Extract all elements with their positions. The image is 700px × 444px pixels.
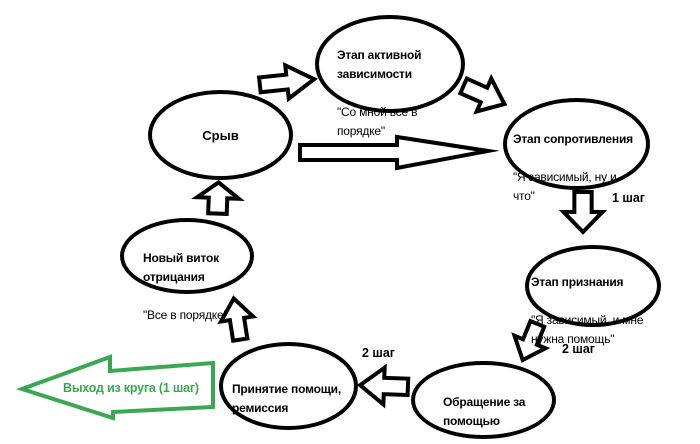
node-acceptance-text: Принятие помощи, ремиссия xyxy=(232,361,341,437)
node-recognition-ellipse xyxy=(525,245,661,327)
arrow-breakdown-to-resistance-long-icon xyxy=(298,134,500,171)
node-breakdown-ellipse xyxy=(148,90,293,180)
node-appeal-ellipse xyxy=(411,361,556,439)
node-active-quote: "Со мной все в порядке" xyxy=(337,105,418,138)
node-recognition-title: Этап признания xyxy=(531,275,624,289)
arrow-denial-to-breakdown-icon xyxy=(197,182,240,215)
node-recognition-quote: "Я зависимый, и мне нужна помощь" xyxy=(531,313,644,346)
node-active-title: Этап активной зависимости xyxy=(337,48,422,81)
node-appeal-text: Обращение за помощью xyxy=(443,374,525,444)
node-denial-quote: "Все в порядке" xyxy=(143,308,228,322)
label-step-2-right: 2 шаг xyxy=(562,342,596,356)
label-step-2-bottom: 2 шаг xyxy=(362,346,396,360)
label-step-1: 1 шаг xyxy=(612,191,646,205)
arrow-appeal-to-acceptance-icon xyxy=(359,367,408,405)
node-denial-title: Новый виток отрицания xyxy=(143,251,219,284)
node-recognition-text: Этап признания "Я зависимый, и мне нужна… xyxy=(531,254,643,368)
arrow-active-to-resistance-icon xyxy=(454,67,514,123)
node-acceptance-ellipse xyxy=(219,342,358,430)
node-denial-ellipse xyxy=(120,218,254,294)
node-breakdown-text: Срыв xyxy=(202,127,239,143)
node-active-dependency-ellipse xyxy=(315,15,465,113)
exit-circle-arrow-icon xyxy=(15,354,215,421)
exit-circle-label: Выход из круга (1 шаг) xyxy=(63,381,199,395)
node-resistance-ellipse xyxy=(503,98,650,190)
node-appeal-title: Обращение за помощью xyxy=(443,395,526,428)
node-resistance-quote: "Я зависимый, ну и что" xyxy=(513,170,617,203)
node-acceptance-title: Принятие помощи, ремиссия xyxy=(232,382,341,415)
node-active-dependency-text: Этап активной зависимости "Со мной все в… xyxy=(337,27,422,160)
node-denial-text: Новый виток отрицания "Все в порядке" xyxy=(143,230,228,344)
node-resistance-text: Этап сопротивления "Я зависимый, ну и чт… xyxy=(513,111,633,225)
node-resistance-title: Этап сопротивления xyxy=(513,132,633,146)
